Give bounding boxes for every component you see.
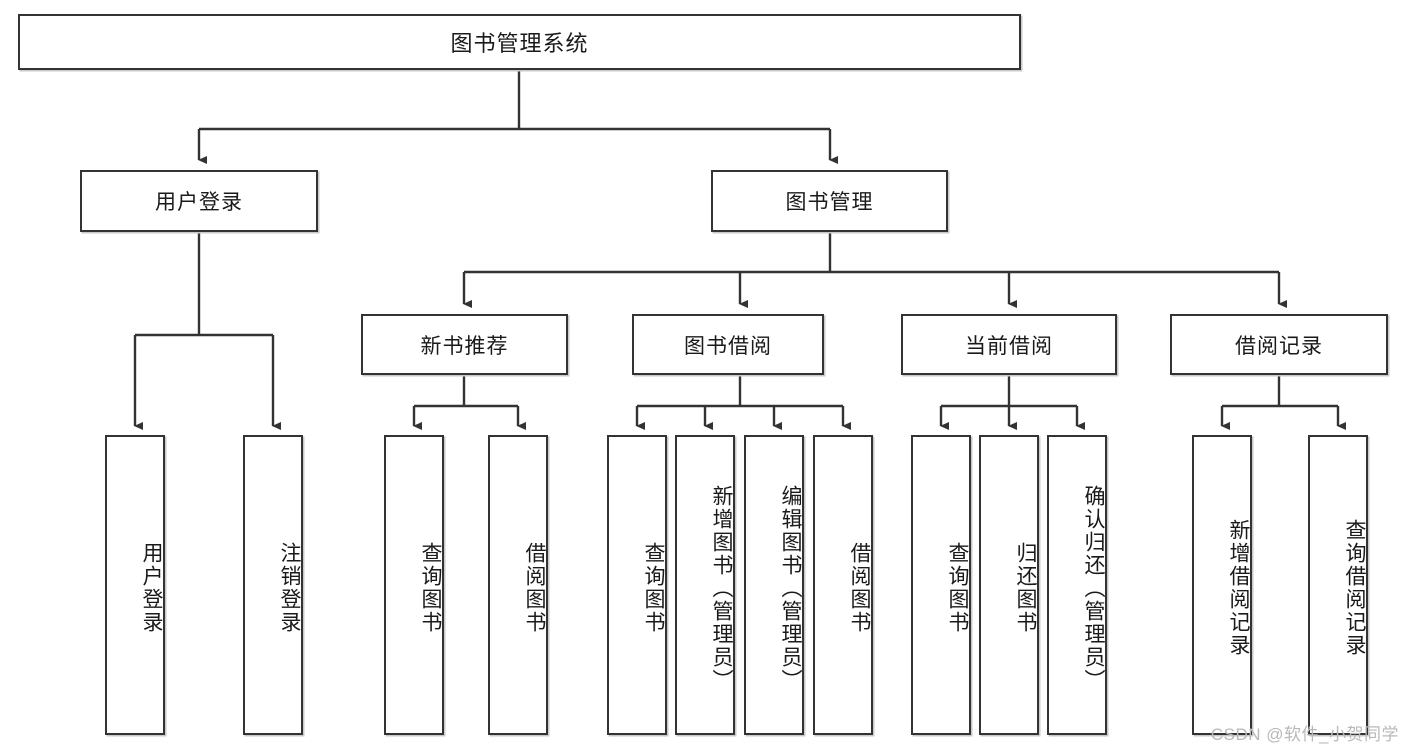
node-label: 编辑图书（管理员）: [779, 484, 802, 692]
node-label: 新书推荐: [420, 334, 509, 358]
node-current-borrow[interactable]: 当前借阅: [901, 314, 1117, 375]
node-user-login[interactable]: 用户登录: [80, 170, 318, 232]
node-label: 用户登录: [155, 191, 243, 214]
leaf-user-login-signout[interactable]: 注销登录: [243, 435, 303, 735]
node-label: 新增图书（管理员）: [710, 484, 733, 692]
node-label: 用户登录: [140, 542, 163, 634]
node-book-borrow[interactable]: 图书借阅: [632, 314, 824, 375]
leaf-user-login-signin[interactable]: 用户登录: [105, 435, 165, 735]
leaf-new-book-borrow[interactable]: 借阅图书: [488, 435, 548, 735]
leaf-book-borrow-edit[interactable]: 编辑图书（管理员）: [744, 435, 804, 735]
node-borrow-record[interactable]: 借阅记录: [1170, 314, 1388, 375]
node-label: 借阅记录: [1235, 334, 1323, 358]
node-label: 当前借阅: [965, 334, 1053, 358]
leaf-borrow-record-query[interactable]: 查询借阅记录: [1308, 435, 1368, 735]
leaf-book-borrow-lend[interactable]: 借阅图书: [813, 435, 873, 735]
leaf-current-borrow-return[interactable]: 归还图书: [979, 435, 1039, 735]
node-label: 归还图书: [1014, 542, 1037, 634]
leaf-book-borrow-query[interactable]: 查询图书: [607, 435, 667, 735]
node-label: 图书借阅: [684, 334, 772, 358]
node-label: 查询图书: [946, 542, 969, 634]
node-label: 查询图书: [642, 542, 665, 634]
node-label: 借阅图书: [848, 542, 871, 634]
leaf-new-book-query[interactable]: 查询图书: [384, 435, 444, 735]
node-book-management[interactable]: 图书管理: [711, 170, 948, 232]
node-label: 注销登录: [278, 542, 301, 634]
node-label: 查询借阅记录: [1343, 519, 1366, 657]
leaf-borrow-record-add[interactable]: 新增借阅记录: [1192, 435, 1252, 735]
node-label: 图书管理系统: [450, 31, 589, 56]
leaf-current-borrow-query[interactable]: 查询图书: [911, 435, 971, 735]
node-root-library-system[interactable]: 图书管理系统: [18, 14, 1021, 70]
node-new-book-recommend[interactable]: 新书推荐: [361, 314, 568, 375]
leaf-current-borrow-confirm-return[interactable]: 确认归还（管理员）: [1047, 435, 1107, 735]
node-label: 新增借阅记录: [1227, 519, 1250, 657]
leaf-book-borrow-add[interactable]: 新增图书（管理员）: [675, 435, 735, 735]
node-label: 确认归还（管理员）: [1082, 484, 1105, 692]
node-label: 借阅图书: [523, 542, 546, 634]
node-label: 图书管理: [785, 191, 874, 214]
node-label: 查询图书: [419, 542, 442, 634]
